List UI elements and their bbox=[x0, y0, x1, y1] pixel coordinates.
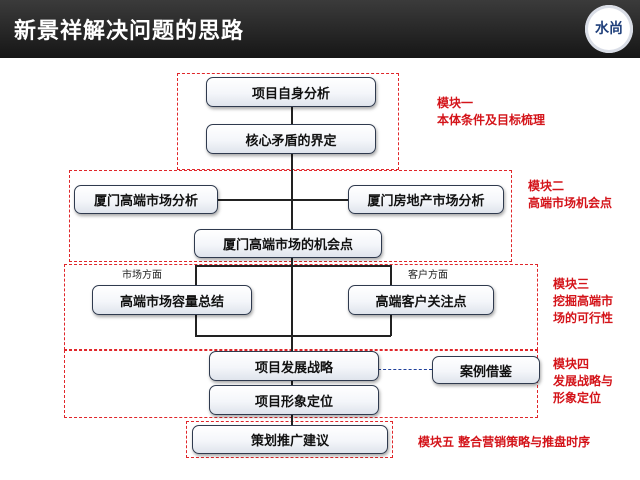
label-customer-side: 客户方面 bbox=[408, 270, 448, 281]
logo-text: 水尚 bbox=[595, 21, 623, 37]
module-2-title: 模块二 bbox=[528, 179, 565, 193]
module-3-title: 模块三 bbox=[553, 277, 590, 291]
node-project-self-analysis: 项目自身分析 bbox=[206, 77, 376, 107]
title-bar: 新景祥解决问题的思路 水尚 bbox=[0, 0, 640, 58]
connector-case-reference bbox=[378, 369, 432, 370]
module-1-desc: 本体条件及目标梳理 bbox=[437, 113, 546, 127]
module-2-region bbox=[69, 170, 512, 262]
node-xiamen-realestate-market: 厦门房地产市场分析 bbox=[348, 185, 504, 214]
module-1-label: 模块一 本体条件及目标梳理 bbox=[437, 95, 545, 129]
label-market-side: 市场方面 bbox=[122, 270, 162, 281]
node-highend-customer-focus: 高端客户关注点 bbox=[348, 285, 494, 315]
node-xiamen-highend-opportunity: 厦门高端市场的机会点 bbox=[194, 229, 382, 258]
connector-upper-right-v bbox=[390, 265, 392, 290]
module-3-region bbox=[64, 264, 538, 350]
module-4-label: 模块四 发展战略与 形象定位 bbox=[553, 356, 613, 407]
module-1-region bbox=[177, 73, 399, 170]
module-3-desc-line2: 场的可行性 bbox=[553, 311, 614, 325]
module-3-label: 模块三 挖掘高端市 场的可行性 bbox=[553, 276, 613, 327]
module-2-desc: 高端市场机会点 bbox=[528, 196, 613, 210]
connector-lower-left-v bbox=[195, 312, 197, 336]
connector-lower-split bbox=[195, 335, 391, 337]
module-4-desc-line1: 发展战略与 bbox=[553, 374, 614, 388]
module-5-region bbox=[186, 421, 393, 458]
node-image-positioning: 项目形象定位 bbox=[209, 385, 379, 415]
connector-upper-left-v bbox=[195, 265, 197, 290]
node-development-strategy: 项目发展战略 bbox=[209, 351, 379, 381]
connector-upper-split bbox=[195, 265, 391, 267]
module-5-label: 模块五 整合营销策略与推盘时序 bbox=[418, 435, 591, 449]
module-2-label: 模块二 高端市场机会点 bbox=[528, 178, 612, 212]
module-4-region bbox=[64, 350, 538, 418]
node-planning-promotion: 策划推广建议 bbox=[192, 425, 388, 454]
module-3-desc-line1: 挖掘高端市 bbox=[553, 294, 614, 308]
logo: 水尚 bbox=[585, 5, 633, 53]
page-title: 新景祥解决问题的思路 bbox=[14, 19, 245, 44]
module-1-title: 模块一 bbox=[437, 96, 474, 110]
node-core-contradiction: 核心矛盾的界定 bbox=[206, 124, 376, 154]
node-highend-capacity-summary: 高端市场容量总结 bbox=[92, 285, 252, 315]
module-4-desc-line2: 形象定位 bbox=[553, 391, 602, 405]
module-4-title: 模块四 bbox=[553, 357, 590, 371]
connector-lower-right-v bbox=[390, 312, 392, 336]
connector-market-h bbox=[148, 199, 434, 201]
node-case-reference: 案例借鉴 bbox=[432, 356, 540, 384]
node-xiamen-highend-market: 厦门高端市场分析 bbox=[74, 185, 218, 214]
